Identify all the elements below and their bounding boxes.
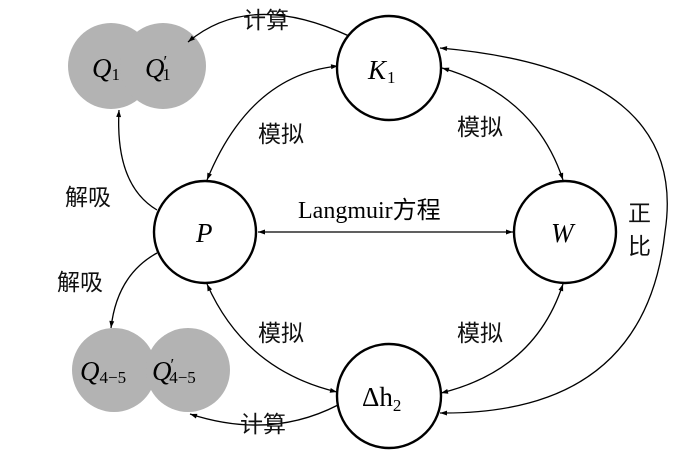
label-proportional-2: 比 <box>628 234 651 260</box>
label-simulate-k1-w: 模拟 <box>457 115 503 141</box>
edge-dh2-to-q45prime <box>189 404 339 426</box>
label-calc-bottom: 计算 <box>240 412 286 438</box>
edge-k1-p-bidirectional <box>206 64 339 181</box>
w-label: W <box>551 218 576 248</box>
label-proportional-1: 正 <box>628 201 651 227</box>
q45-prime-label: Q′4−5 <box>152 355 196 387</box>
edge-k1-to-q1prime <box>187 13 350 43</box>
edge-p-dh2-bidirectional <box>206 283 338 393</box>
label-calc-top: 计算 <box>243 8 289 34</box>
edge-p-to-q45 <box>109 252 158 329</box>
k1-node: K1 <box>335 14 443 122</box>
edge-p-to-q1 <box>116 109 158 211</box>
label-simulate-w-dh2: 模拟 <box>457 321 503 347</box>
edge-w-dh2-bidirectional <box>440 283 564 394</box>
q1-cluster <box>68 23 206 109</box>
k1-label: K1 <box>367 55 396 87</box>
dh2-label: Δh2 <box>362 382 401 415</box>
edge-k1-w-bidirectional <box>441 67 564 181</box>
p-node: P <box>152 179 258 285</box>
label-desorb-bottom: 解吸 <box>57 270 103 296</box>
w-node: W <box>512 179 618 285</box>
label-simulate-p-dh2: 模拟 <box>258 321 304 347</box>
q1-prime-node <box>120 23 206 109</box>
edge-proportional-k1-dh2 <box>439 46 668 416</box>
dh2-node: Δh2 <box>335 342 443 450</box>
q45-label: Q4−5 <box>80 356 126 387</box>
q45-node <box>72 328 156 412</box>
q1-label: Q1 <box>92 53 120 84</box>
label-desorb-top: 解吸 <box>65 185 111 211</box>
label-simulate-k1-p: 模拟 <box>258 122 304 148</box>
label-langmuir: Langmuir方程 <box>298 197 441 224</box>
p-label: P <box>195 218 213 248</box>
q1-prime-label: Q′1 <box>145 52 171 84</box>
